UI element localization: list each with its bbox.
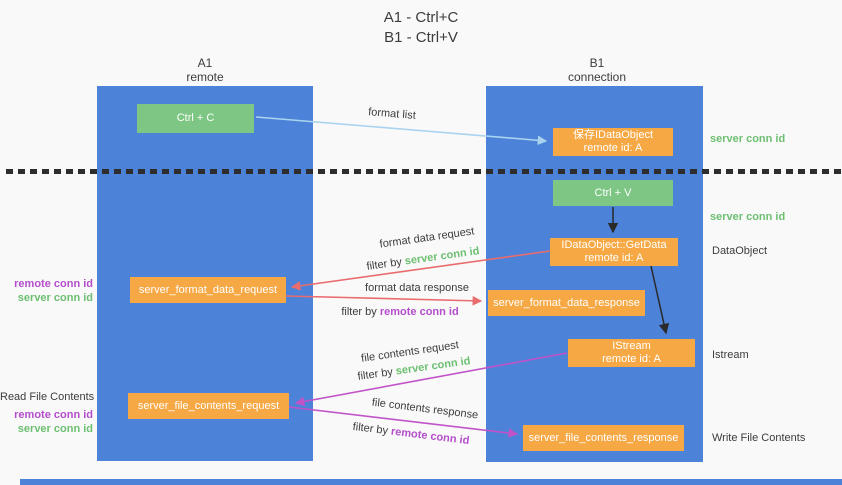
node-istream: IStream remote id: A: [568, 339, 695, 367]
label-format-list: format list: [367, 106, 417, 122]
node-server-file-contents-request: server_file_contents_request: [128, 393, 289, 419]
node-save-idataobject-line2: remote id: A: [583, 142, 643, 154]
node-server-file-contents-response: server_file_contents_response: [523, 425, 684, 451]
node-save-idataobject: 保存IDataObject remote id: A: [553, 128, 673, 156]
arrow-format-data-response: [285, 295, 483, 306]
label-read-file-contents: Read File Contents: [0, 391, 95, 403]
label-server-conn-id-right-2: server conn id: [710, 211, 786, 223]
node-server-file-contents-request-label: server_file_contents_request: [137, 399, 280, 412]
node-server-format-data-request-label: server_format_data_request: [138, 283, 278, 296]
lane-left-role: remote: [186, 70, 224, 84]
label-filter-by-remote-1: filter by remote conn id: [341, 306, 458, 318]
label-server-conn-id-left-1: server conn id: [17, 292, 93, 304]
lane-right-header: B1 connection: [568, 56, 626, 84]
label-write-file-contents: Write File Contents: [712, 432, 806, 444]
label-dataobject: DataObject: [712, 245, 768, 257]
lane-right-name: B1: [589, 56, 605, 70]
node-getdata-line1: IDataObject::GetData: [561, 239, 667, 251]
node-ctrl-v: Ctrl + V: [553, 180, 673, 206]
label-remote-conn-id-left-1: remote conn id: [14, 278, 93, 290]
diagram-title-line2: B1 - Ctrl+V: [384, 29, 458, 46]
lane-left-header: A1 remote: [186, 56, 223, 84]
filter-by-text: filter by: [365, 256, 403, 273]
node-ctrl-v-label: Ctrl + V: [594, 186, 632, 199]
node-server-file-contents-response-label: server_file_contents_response: [528, 431, 679, 444]
label-filter-by-remote-2: filter by remote conn id: [352, 421, 470, 447]
filter-remote-conn-id: remote conn id: [390, 425, 470, 448]
node-istream-line2: remote id: A: [602, 353, 661, 365]
filter-by-text: filter by: [356, 366, 394, 383]
label-format-data-response: format data response: [365, 282, 469, 294]
filter-by-text: filter by: [352, 420, 389, 438]
label-server-conn-id-right-1: server conn id: [710, 133, 786, 145]
label-istream: Istream: [712, 349, 749, 361]
filter-server-conn-id: server conn id: [404, 245, 481, 268]
filter-by-text: filter by: [341, 306, 377, 318]
diagram-title-line1: A1 - Ctrl+C: [383, 9, 459, 26]
node-server-format-data-response: server_format_data_response: [488, 290, 645, 316]
node-istream-line1: IStream: [612, 340, 651, 352]
diagram-title: A1 - Ctrl+C B1 - Ctrl+V: [0, 8, 842, 48]
dotted-separator: [6, 169, 842, 174]
node-save-idataobject-line1: 保存IDataObject: [572, 129, 654, 141]
node-server-format-data-response-label: server_format_data_response: [493, 296, 640, 309]
lane-left-name: A1: [197, 56, 213, 70]
node-getdata: IDataObject::GetData remote id: A: [550, 238, 678, 266]
node-server-format-data-request: server_format_data_request: [130, 277, 286, 303]
node-ctrl-c-label: Ctrl + C: [176, 112, 215, 124]
label-file-contents-response: file contents response: [371, 396, 479, 422]
filter-remote-conn-id: remote conn id: [379, 306, 459, 318]
node-getdata-line2: remote id: A: [584, 252, 644, 264]
lane-right-role: connection: [567, 70, 627, 84]
node-ctrl-c: Ctrl + C: [137, 104, 254, 133]
label-server-conn-id-left-2: server conn id: [17, 423, 93, 435]
bottom-blue-strip: [20, 479, 842, 485]
label-remote-conn-id-left-2: remote conn id: [14, 409, 93, 421]
